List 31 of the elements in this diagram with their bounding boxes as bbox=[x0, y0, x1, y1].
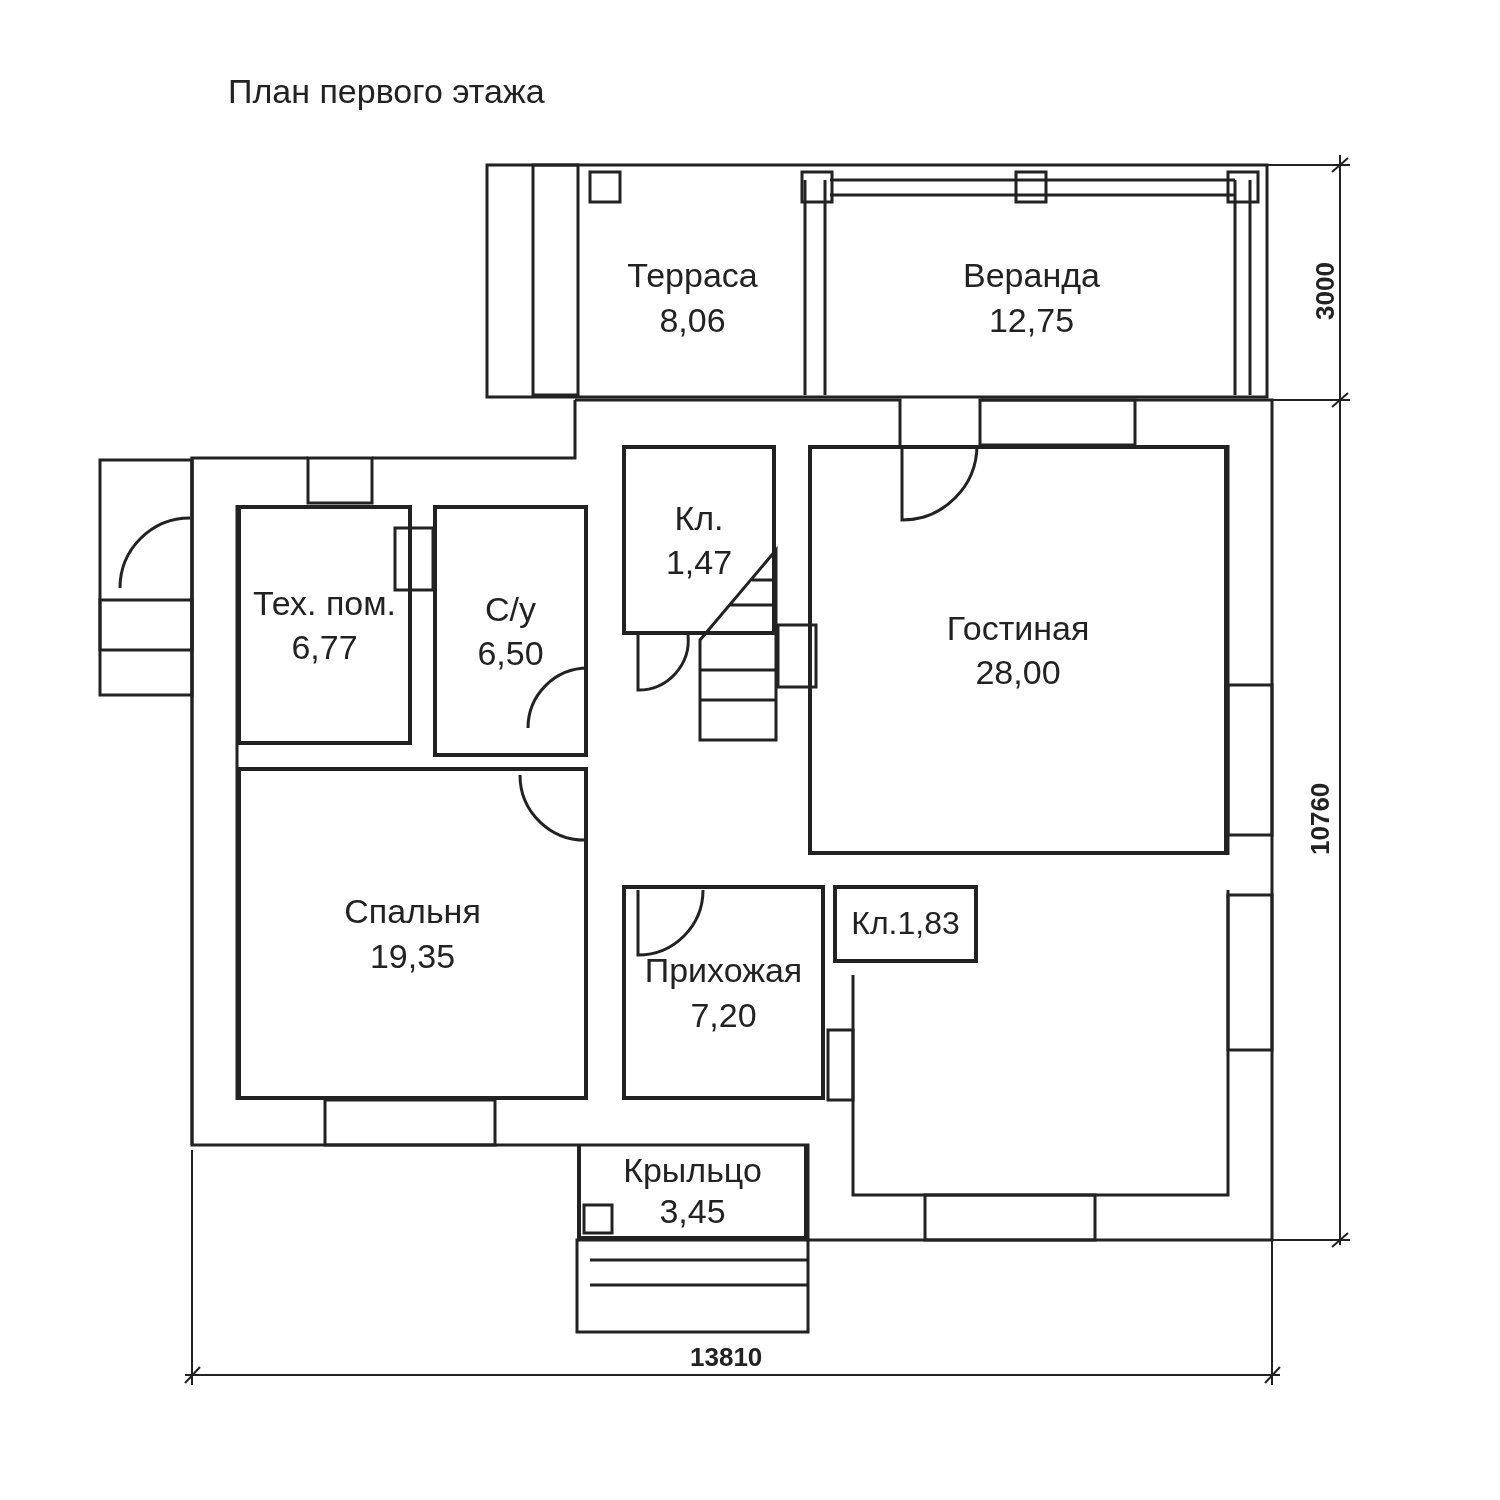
room-area: 8,06 bbox=[659, 297, 726, 342]
room bbox=[833, 885, 978, 963]
room bbox=[433, 505, 588, 757]
room-name: Тех. пом. bbox=[252, 582, 397, 624]
room-name: Терраса bbox=[627, 255, 758, 297]
room-area: 28,00 bbox=[975, 650, 1061, 695]
room-area: 1,47 bbox=[665, 540, 733, 585]
room bbox=[577, 1145, 808, 1240]
room-area: 6,50 bbox=[477, 631, 544, 676]
room-name: Крыльцо bbox=[623, 1149, 762, 1191]
dimension-label: 10760 bbox=[1305, 782, 1336, 855]
room-area: 19,35 bbox=[369, 933, 456, 978]
room-area: 7,20 bbox=[690, 992, 757, 1037]
room bbox=[237, 767, 588, 1100]
room-name: Кл. bbox=[674, 497, 724, 539]
room-name: Гостиная bbox=[946, 607, 1090, 649]
room bbox=[622, 885, 825, 1100]
room-name: Прихожая bbox=[644, 950, 803, 992]
room bbox=[237, 505, 412, 745]
dimension-label: 3000 bbox=[1310, 262, 1341, 320]
room-name: Веранда bbox=[963, 255, 1100, 297]
room-label: Кл.1,83 bbox=[851, 904, 960, 944]
room-name: Спальня bbox=[344, 891, 481, 933]
room bbox=[808, 445, 1228, 855]
room-name: С/у bbox=[485, 588, 536, 630]
room-area: 3,45 bbox=[659, 1190, 726, 1232]
room bbox=[622, 445, 776, 635]
plan-title: План первого этажа bbox=[228, 72, 545, 111]
room-area: 6,77 bbox=[291, 625, 358, 670]
room-area: 12,75 bbox=[988, 297, 1075, 342]
dimension-label: 13810 bbox=[690, 1342, 763, 1373]
